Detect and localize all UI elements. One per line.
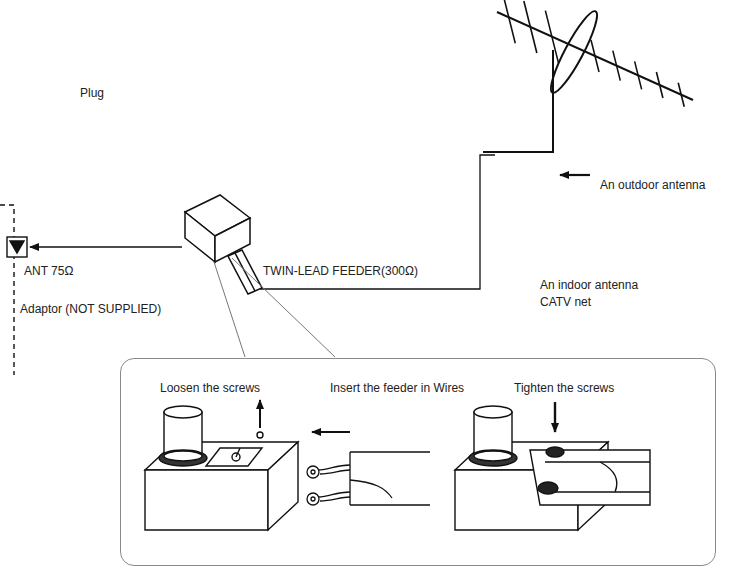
step-label: Tighten the screws (513, 381, 615, 395)
up-arrow (259, 400, 261, 428)
folded-dipole (544, 7, 603, 97)
antenna-element (502, 0, 515, 43)
antenna-element (591, 40, 599, 72)
antenna-element (613, 51, 621, 81)
antenna-element (524, 1, 537, 53)
antenna-element (656, 72, 663, 98)
socket-label: ANT 75Ω (24, 264, 73, 278)
feeder-label: TWIN-LEAD FEEDER(300Ω) (263, 264, 418, 278)
connect-arrow (30, 246, 182, 248)
antenna-elements (502, 0, 684, 107)
ant-socket (7, 237, 27, 257)
feeder-terminals (307, 452, 430, 505)
antenna-label: CATV net (540, 295, 591, 309)
step-label: Loosen the screws (159, 381, 261, 395)
pointer-arrow (560, 174, 590, 176)
adaptor-open (145, 406, 298, 530)
tv-outline (0, 205, 14, 375)
antenna-element (635, 61, 642, 89)
antenna-element (678, 83, 684, 107)
antenna-label: An indoor antenna (540, 278, 638, 292)
adaptor (185, 195, 262, 294)
down-arrow (554, 402, 556, 432)
left-arrow (312, 431, 350, 433)
plug-label: Plug (80, 86, 104, 100)
twin-lead-feeder (260, 155, 495, 289)
antenna-element (545, 11, 558, 63)
adaptor-closed (455, 406, 650, 530)
leader-line (214, 262, 245, 357)
step-label: Insert the feeder in Wires (329, 381, 465, 395)
antenna-mast (483, 50, 553, 152)
inset-panel: Loosen the screws Insert the feeder in Wi… (120, 358, 716, 566)
adaptor-label: Adaptor (NOT SUPPLIED) (20, 302, 161, 316)
antenna-label: An outdoor antenna (600, 178, 705, 192)
